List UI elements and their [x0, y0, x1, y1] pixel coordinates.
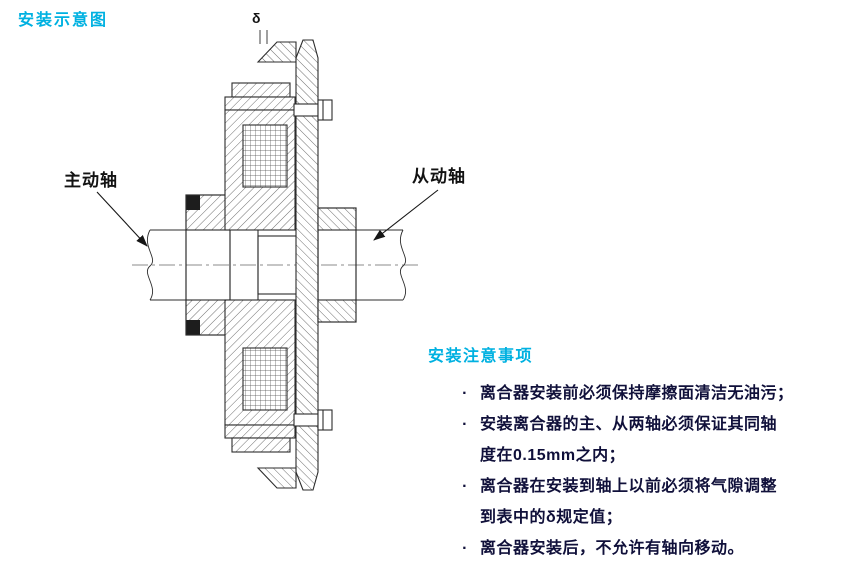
bullet: ·	[462, 385, 468, 402]
coil-upper	[242, 124, 288, 188]
bullet: ·	[462, 540, 468, 557]
installation-notes: 安装注意事项 · 离合器安装前必须保持摩擦面清洁无油污； · 安装离合器的主、从…	[428, 342, 852, 564]
driven-hub	[317, 207, 357, 323]
note-text: 度在0.15mm之内；	[480, 447, 626, 464]
note-list: · 离合器安装前必须保持摩擦面清洁无油污； · 安装离合器的主、从两轴必须保证其…	[428, 378, 852, 564]
coil-lower	[242, 347, 288, 411]
note-text: 离合器安装前必须保持摩擦面清洁无油污；	[480, 385, 794, 402]
bullet: ·	[462, 416, 468, 433]
rotor	[224, 82, 296, 453]
drive-shaft-leader	[96, 191, 148, 247]
drive-hub	[185, 194, 231, 336]
note-item: · 安装离合器的主、从两轴必须保证其同轴 度在0.15mm之内；	[460, 409, 852, 471]
delta-label: δ	[252, 10, 262, 26]
note-item: · 离合器安装前必须保持摩擦面清洁无油污；	[460, 378, 852, 409]
page-title: 安装示意图	[18, 12, 109, 29]
air-gap-marks	[259, 30, 268, 44]
drive-shaft-label: 主动轴	[64, 171, 118, 190]
leader-lines	[96, 189, 439, 247]
notes-title: 安装注意事项	[428, 348, 534, 365]
clutch-cross-section	[96, 30, 439, 491]
note-text: 离合器在安装到轴上以前必须将气隙调整	[480, 478, 778, 495]
note-text: 安装离合器的主、从两轴必须保证其同轴	[480, 416, 778, 433]
armature-plate	[256, 39, 319, 491]
driven-shaft-leader	[373, 189, 439, 241]
note-item: · 离合器在安装到轴上以前必须将气隙调整 到表中的δ规定值；	[460, 471, 852, 533]
bolts	[293, 99, 333, 431]
driven-shaft-label: 从动轴	[412, 167, 466, 186]
bullet: ·	[462, 478, 468, 495]
note-text: 离合器安装后，不允许有轴向移动。	[480, 540, 745, 557]
note-text: 到表中的δ规定值；	[480, 509, 623, 526]
note-item: · 离合器安装后，不允许有轴向移动。	[460, 533, 852, 564]
